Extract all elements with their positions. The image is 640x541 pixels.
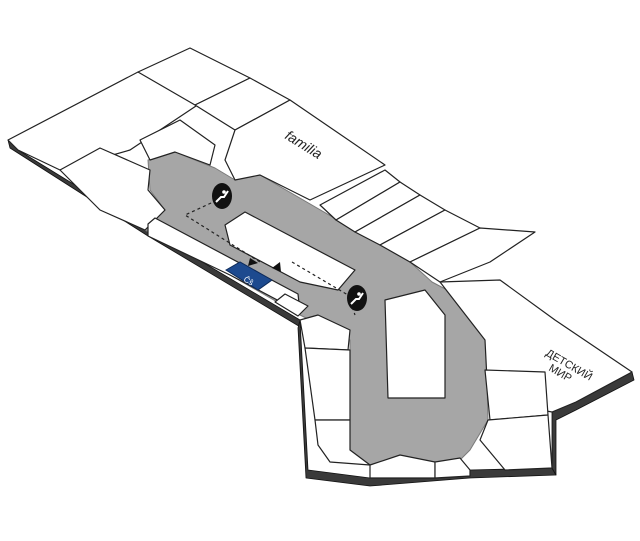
store-bottom-right-1 bbox=[484, 369, 549, 421]
arrow-right-icon bbox=[248, 258, 258, 266]
highlighted-store-block[interactable] bbox=[225, 261, 273, 291]
highlighted-store-logo[interactable]: Ĉŝ bbox=[225, 261, 273, 291]
escalator-icon[interactable] bbox=[347, 285, 367, 311]
store-bottom-big bbox=[384, 289, 446, 399]
store-bottom-left-2 bbox=[304, 347, 351, 421]
arrow-left-icon bbox=[272, 262, 281, 272]
store-left-block bbox=[59, 147, 166, 231]
store-right-upper bbox=[409, 227, 536, 283]
store-familia bbox=[224, 99, 386, 201]
store-notch-left bbox=[139, 119, 216, 166]
store-center-island bbox=[224, 211, 356, 291]
highlighted-store-logo-text: Ĉŝ bbox=[242, 275, 255, 288]
store-small-bottom bbox=[274, 293, 309, 317]
store-bottom-center-2 bbox=[434, 457, 471, 479]
escalator-icon[interactable] bbox=[212, 183, 232, 209]
store-bottom-left-1 bbox=[299, 314, 351, 351]
stores-layer bbox=[7, 47, 633, 479]
store-bottom-right-2 bbox=[479, 414, 553, 471]
